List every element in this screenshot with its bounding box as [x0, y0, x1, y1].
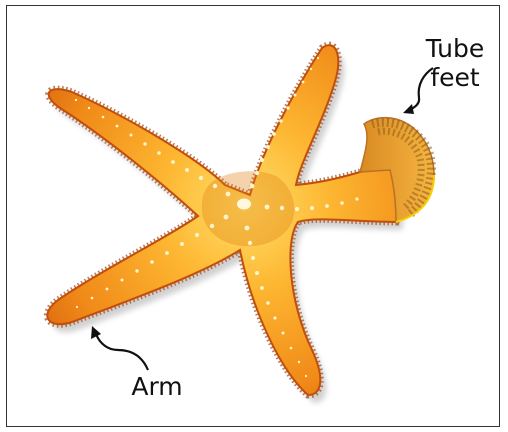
arm-arrow [96, 334, 148, 370]
tube-feet-label-line2: feet [415, 63, 495, 92]
arm-label: Arm [122, 372, 192, 401]
mouth [237, 199, 251, 210]
tube-feet-label: Tube feet [415, 34, 495, 92]
arm-arrowhead [91, 326, 101, 339]
tube-feet-arrowhead [403, 104, 414, 114]
tube-feet-label-line1: Tube [415, 34, 495, 63]
